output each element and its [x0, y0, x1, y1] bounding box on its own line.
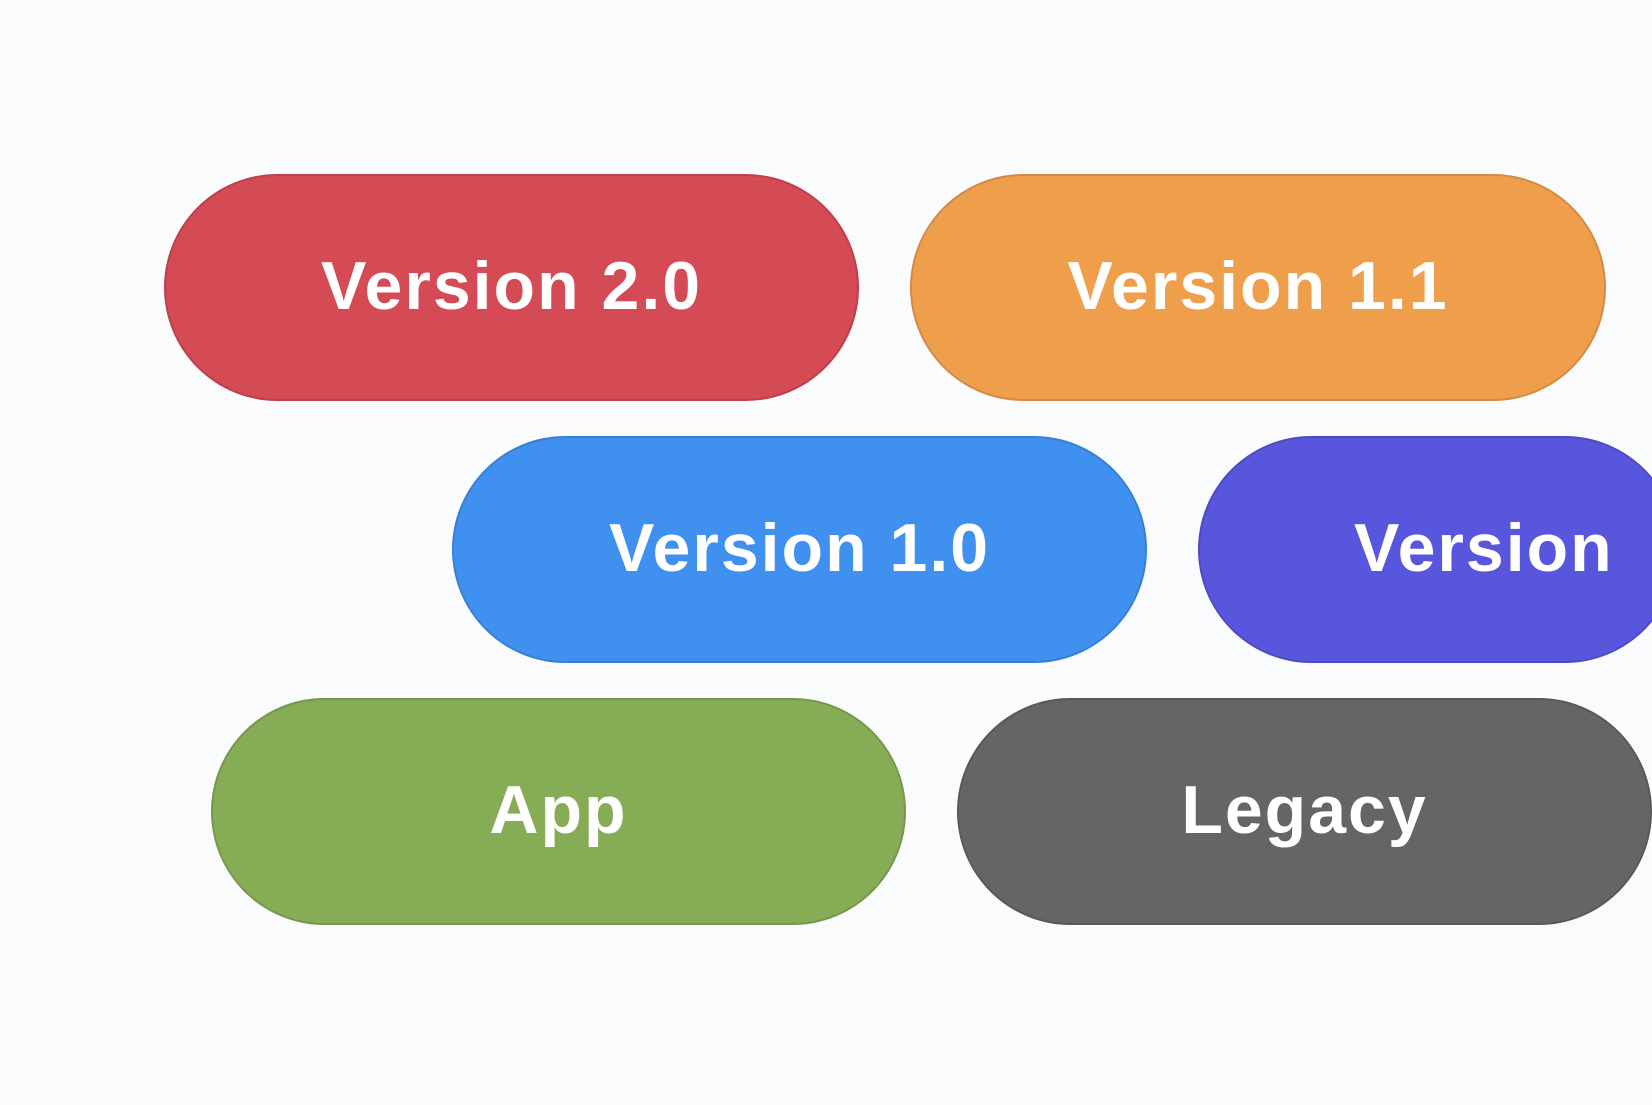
tag-label: Version 1.0 [608, 509, 991, 586]
tag-version-2-0[interactable]: Version 2.0 [164, 174, 859, 401]
tag-label: Version 1.1 [1067, 247, 1449, 324]
tag-label: Legacy [1181, 771, 1428, 848]
tag-app[interactable]: App [211, 698, 906, 925]
tag-label: Version [1354, 509, 1614, 586]
tag-legacy[interactable]: Legacy [957, 698, 1652, 925]
tag-label: Version 2.0 [320, 247, 703, 324]
tag-version-partial[interactable]: Version [1198, 436, 1652, 663]
tag-label: App [489, 771, 628, 848]
tag-version-1-1[interactable]: Version 1.1 [910, 174, 1606, 401]
tag-version-1-0[interactable]: Version 1.0 [452, 436, 1147, 663]
